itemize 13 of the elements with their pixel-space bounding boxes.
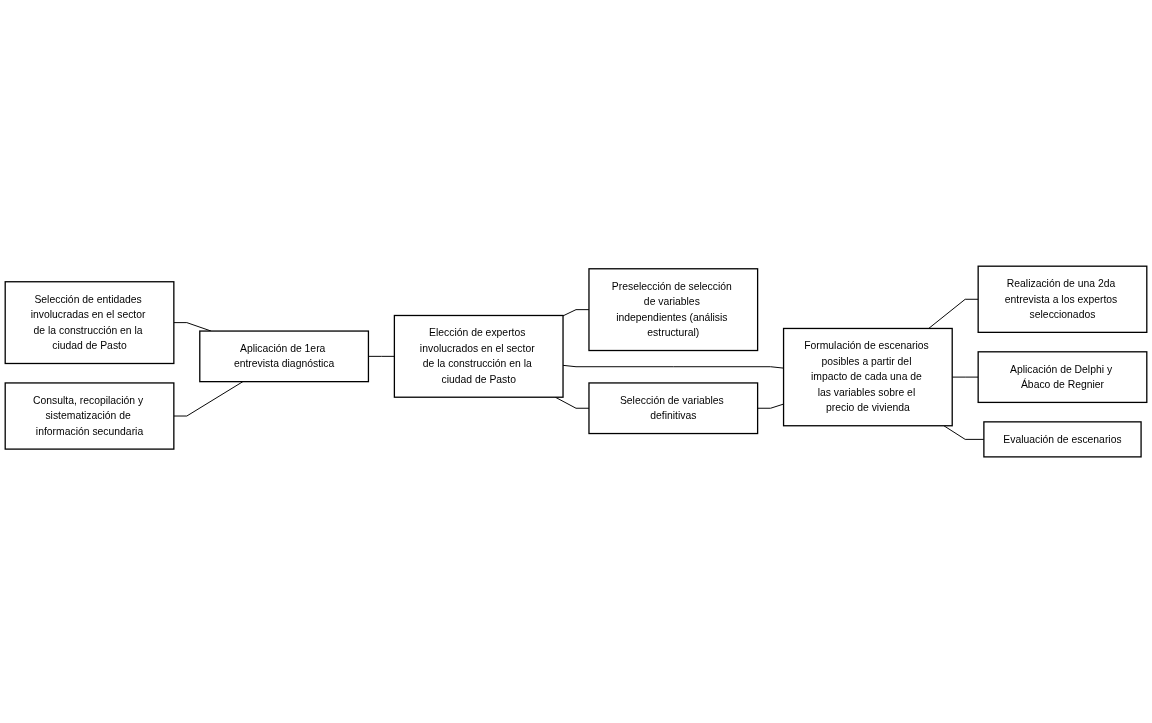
- node-box: Formulación de escenarios posibles a partir del impacto de cada una de las variables sobre el precio de vivienda: [782, 327, 953, 427]
- connector: [173, 322, 212, 332]
- connector: [928, 298, 979, 329]
- node-box: Evaluación de escenarios: [983, 421, 1142, 458]
- node-box: Selección de variables definitivas: [588, 382, 759, 435]
- node-box: Consulta, recopilación y sistematización de información secundaria: [4, 382, 175, 450]
- node-box: Elección de expertos involucrados en el sector de la construcción en la ciudad de Pasto: [393, 314, 564, 398]
- connector: [173, 381, 244, 417]
- node-box: Preselección de selección de variables independientes (análisis estructural): [588, 268, 759, 352]
- node-box: Selección de entidades involucradas en el sector de la construcción en la ciudad de Pasto: [4, 281, 175, 365]
- node-box: Realización de una 2da entrevista a los expertos seleccionados: [977, 265, 1148, 333]
- node-box: Aplicación de 1era entrevista diagnóstica: [199, 330, 370, 383]
- node-box: Aplicación de Delphi y Ábaco de Regnier: [977, 351, 1148, 403]
